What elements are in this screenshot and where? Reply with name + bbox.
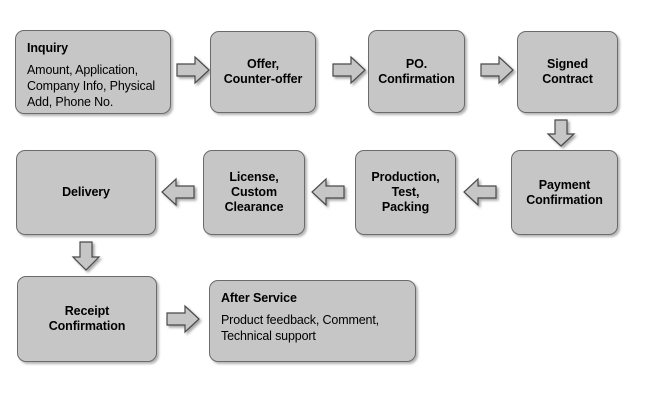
node-inquiry-body: Amount, Application, Company Info, Physi… <box>27 63 156 109</box>
node-offer[interactable]: Offer, Counter-offer <box>210 31 316 113</box>
node-po-confirmation-title: PO. Confirmation <box>378 56 455 86</box>
node-inquiry[interactable]: Inquiry Amount, Application, Company Inf… <box>15 30 171 114</box>
node-delivery[interactable]: Delivery <box>16 150 156 235</box>
node-signed-contract[interactable]: Signed Contract <box>517 31 618 113</box>
node-payment-confirmation-title: Payment Confirmation <box>526 177 603 207</box>
arrow-receipt-to-after-service <box>166 304 200 334</box>
node-after-service[interactable]: After Service Product feedback, Comment,… <box>209 280 416 362</box>
node-receipt-confirmation[interactable]: Receipt Confirmation <box>17 276 157 362</box>
arrow-offer-to-po <box>332 55 366 85</box>
arrow-production-to-license <box>311 177 345 207</box>
arrow-delivery-to-receipt <box>71 241 101 271</box>
arrow-inquiry-to-offer <box>176 55 210 85</box>
arrow-contract-to-payment <box>546 119 576 147</box>
node-production-test-packing-title: Production, Test, Packing <box>371 170 440 214</box>
arrow-po-to-contract <box>480 55 514 85</box>
node-offer-title: Offer, Counter-offer <box>223 57 303 86</box>
node-signed-contract-title: Signed Contract <box>542 57 593 86</box>
arrow-license-to-delivery <box>161 177 195 207</box>
node-license-custom-clearance[interactable]: License, Custom Clearance <box>203 150 305 235</box>
node-payment-confirmation[interactable]: Payment Confirmation <box>511 150 618 235</box>
node-receipt-confirmation-title: Receipt Confirmation <box>48 304 126 333</box>
node-delivery-title: Delivery <box>62 185 110 199</box>
node-after-service-body: Product feedback, Comment, Technical sup… <box>221 313 379 343</box>
node-production-test-packing[interactable]: Production, Test, Packing <box>355 150 456 235</box>
node-inquiry-title: Inquiry <box>27 41 68 55</box>
node-after-service-title: After Service <box>221 291 297 305</box>
node-license-custom-clearance-title: License, Custom Clearance <box>224 170 284 214</box>
node-po-confirmation[interactable]: PO. Confirmation <box>368 30 465 113</box>
arrow-payment-to-production <box>463 177 497 207</box>
